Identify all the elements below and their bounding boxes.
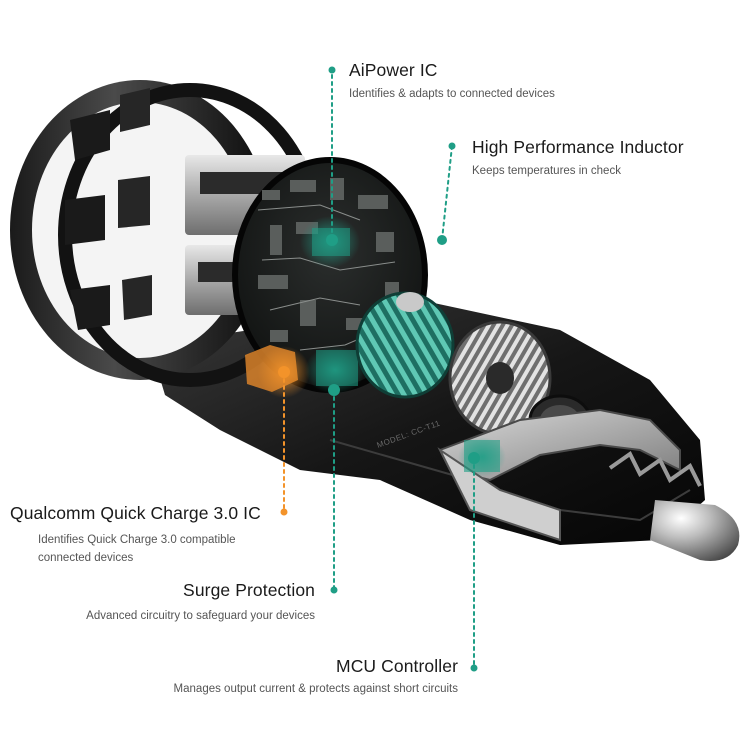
inductor-callout: High Performance Inductor Keeps temperat… — [472, 137, 684, 179]
aipower-leader-dot — [328, 66, 336, 74]
surge-leader-dot — [330, 586, 338, 594]
mcu-description: Manages output current & protects agains… — [173, 683, 458, 695]
qualcomm-target-dot — [278, 366, 290, 378]
inductor-title: High Performance Inductor — [472, 137, 684, 157]
surge-title: Surge Protection — [183, 580, 315, 600]
inductor-target-dot — [437, 235, 447, 245]
mcu-callout: MCU Controller Manages output current & … — [174, 656, 458, 697]
qualcomm-description: Identifies Quick Charge 3.0 compatible c… — [38, 534, 236, 564]
qualcomm-callout: Qualcomm Quick Charge 3.0 IC Identifies … — [10, 503, 270, 567]
aipower-description: Identifies & adapts to connected devices — [349, 88, 555, 100]
mcu-leader-dot — [470, 664, 478, 672]
callout-leaders — [278, 66, 480, 672]
surge-callout: Surge Protection Advanced circuitry to s… — [86, 580, 315, 624]
qualcomm-title: Qualcomm Quick Charge 3.0 IC — [10, 503, 261, 523]
mcu-title: MCU Controller — [336, 656, 458, 676]
inductor-leader-line — [441, 145, 453, 241]
mcu-target-dot — [468, 452, 480, 464]
surge-chip-highlight — [305, 346, 365, 394]
mcu-chip-highlight — [458, 437, 506, 477]
inductor-leader-dot — [448, 142, 456, 150]
surge-target-dot — [328, 384, 340, 396]
aipower-target-dot — [326, 234, 338, 246]
qualcomm-leader-dot — [280, 508, 288, 516]
surge-description: Advanced circuitry to safeguard your dev… — [86, 610, 315, 622]
inductor-description: Keeps temperatures in check — [472, 165, 621, 177]
aipower-callout: AiPower IC Identifies & adapts to connec… — [349, 60, 555, 102]
aipower-title: AiPower IC — [349, 60, 438, 80]
spring-contact — [608, 451, 740, 561]
